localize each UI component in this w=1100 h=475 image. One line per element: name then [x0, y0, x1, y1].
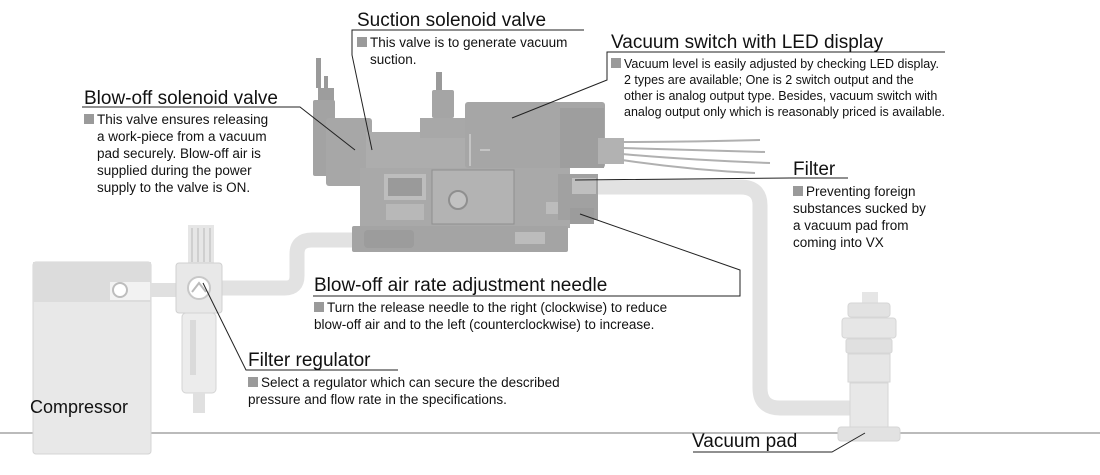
bullet-square-icon [84, 114, 94, 124]
bullet-square-icon [357, 37, 367, 47]
bullet-square-icon [248, 377, 258, 387]
filter-regulator-title: Filter regulator [248, 350, 371, 371]
suction-valve-description: This valve is to generate vacuum suction… [357, 34, 567, 68]
vacuum-switch-description: Vacuum level is easily adjusted by check… [611, 56, 945, 120]
filter-regulator-illustration [175, 225, 223, 413]
blowoff-valve-description: This valve ensures releasing a work-piec… [84, 111, 268, 196]
filter-title: Filter [793, 159, 836, 180]
vacuum-pad-illustration [837, 292, 901, 442]
bullet-square-icon [314, 302, 324, 312]
filter-regulator-description: Select a regulator which can secure the … [248, 375, 560, 407]
leader-lines [82, 29, 945, 453]
vacuum-pad-label: Vacuum pad [692, 431, 798, 452]
needle-description: Turn the release needle to the right (cl… [314, 300, 668, 332]
suction-valve-title: Suction solenoid valve [357, 10, 547, 31]
bullet-square-icon [793, 186, 803, 196]
bullet-square-icon [611, 58, 621, 68]
vacuum-ejector-unit-illustration [313, 58, 771, 252]
blowoff-valve-title: Blow-off solenoid valve [84, 88, 278, 109]
air-tubes [207, 179, 860, 416]
filter-description: Preventing foreign substances sucked by … [793, 184, 926, 250]
vacuum-switch-title: Vacuum switch with LED display [611, 32, 884, 53]
needle-title: Blow-off air rate adjustment needle [314, 275, 608, 296]
compressor-label: Compressor [30, 397, 129, 417]
compressor-illustration [32, 261, 182, 455]
